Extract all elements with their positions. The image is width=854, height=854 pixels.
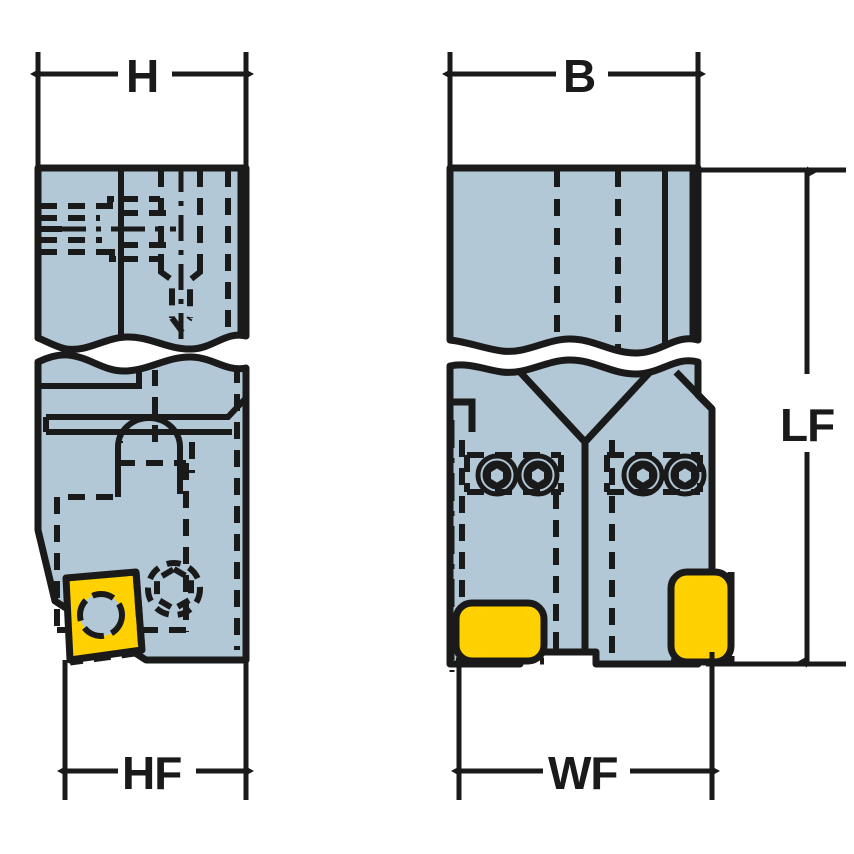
clamp-slot-outline: [115, 415, 183, 494]
clamp-screw-front-left-2: [516, 453, 560, 497]
dim-LF-label: LF: [780, 399, 834, 451]
head-shoulder-step: [38, 371, 142, 389]
dimension-LF: LF: [690, 166, 846, 668]
screw-outer-circle: [621, 453, 665, 497]
insert-hole-icon: [77, 591, 125, 639]
dimension-WF: WF: [451, 652, 720, 800]
screw-outer-circle: [516, 453, 560, 497]
clamp-screw-front-left-1: [475, 453, 519, 497]
dim-HF-label: HF: [122, 747, 181, 799]
insert-front-left-body: [452, 599, 548, 665]
front-view-head: [446, 356, 735, 672]
insert-front-right: [667, 568, 735, 666]
hex-socket-icon: [633, 463, 653, 488]
hex-socket-icon: [487, 463, 507, 488]
dimension-B: B: [442, 50, 706, 170]
clamp-screw-hidden: [145, 560, 203, 618]
screw-outer-circle: [475, 453, 519, 497]
insert-left-seat-hidden: [69, 571, 146, 666]
clamp-screw-front-right-2: [663, 453, 707, 497]
dimension-H: H: [30, 50, 254, 170]
front-view: B WF LF: [442, 50, 846, 800]
side-view-head: [34, 351, 250, 666]
front-bore-hidden-lines: [554, 170, 621, 348]
screw-outer-circle: [663, 453, 707, 497]
insert-left: [62, 568, 146, 666]
dim-WF-label: WF: [548, 747, 618, 799]
side-view-upper-shank: [34, 164, 250, 353]
front-view-upper-shank: [446, 164, 702, 357]
insert-front-right-body: [667, 568, 735, 666]
dim-H-label: H: [126, 50, 158, 102]
clamp-screw-front-right-1: [621, 453, 665, 497]
front-head-left-notch: [450, 398, 476, 432]
dimension-HF: HF: [57, 660, 254, 800]
front-head-right-chamfer: [673, 369, 715, 412]
screw-outer-circle-hidden: [145, 560, 203, 618]
shank-outline-upper: [34, 164, 250, 353]
dim-B-label: B: [563, 50, 595, 102]
front-shank-outline-upper: [446, 164, 702, 357]
side-view-upper-internals: [38, 168, 243, 350]
side-view: H HF: [30, 50, 254, 800]
insert-front-left: [452, 599, 548, 665]
front-view-upper-internals: [554, 168, 695, 352]
hex-socket-icon: [528, 463, 548, 488]
hex-socket-icon: [675, 463, 695, 488]
